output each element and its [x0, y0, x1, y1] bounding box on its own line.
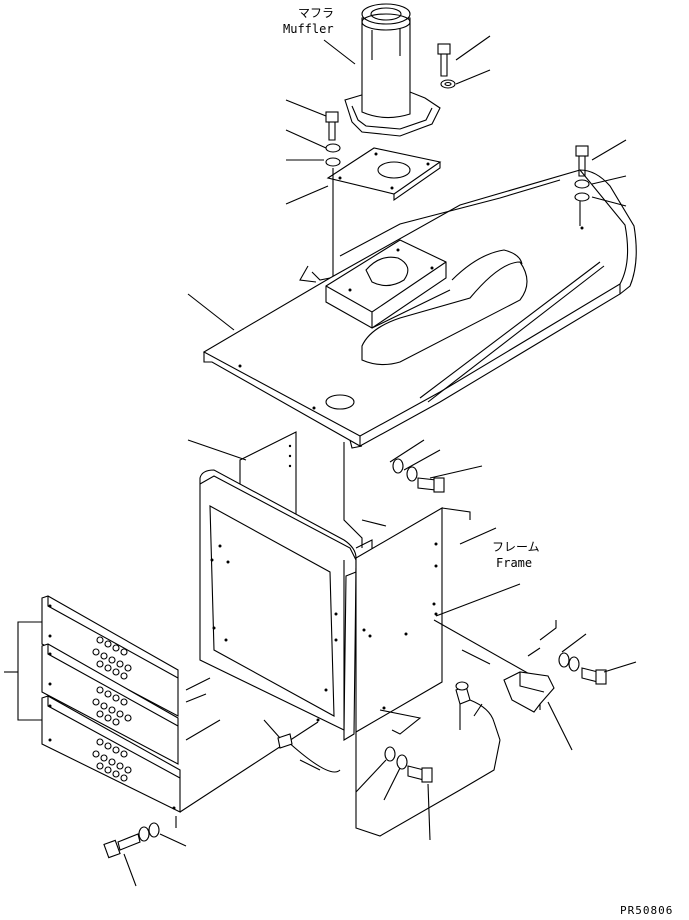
frame-bolt-right	[558, 633, 637, 685]
frame-small-fitting	[455, 681, 501, 741]
frame-label-jp: フレーム	[492, 540, 540, 554]
engine-hood-cover	[187, 169, 637, 449]
grille-panel-middle	[41, 643, 179, 765]
grille-bolt	[263, 719, 293, 749]
grille-panel-top	[41, 595, 179, 717]
muffler-label-jp: マフラ	[298, 6, 335, 20]
muffler-part	[344, 3, 441, 137]
muffler-label-en: Muffler	[283, 22, 334, 36]
hood-bolt-right	[574, 139, 627, 207]
grille-panel-bottom	[41, 695, 181, 813]
hood-bolt-lower	[389, 439, 483, 493]
muffler-mounting-plate	[285, 147, 442, 280]
drawing-code: PR50806	[620, 904, 674, 917]
muffler-bolt-right	[437, 35, 491, 89]
muffler-leader-line	[323, 39, 356, 65]
frame-body	[285, 507, 541, 837]
frame-label-en: Frame	[496, 556, 533, 570]
bottom-bolt-left	[103, 816, 187, 887]
radiator-frame	[199, 469, 373, 741]
frame-bracket-right	[503, 620, 573, 751]
frame-bolt-lower	[355, 746, 433, 841]
muffler-bolt-left	[285, 99, 341, 167]
grille-group-bracket	[17, 621, 42, 721]
